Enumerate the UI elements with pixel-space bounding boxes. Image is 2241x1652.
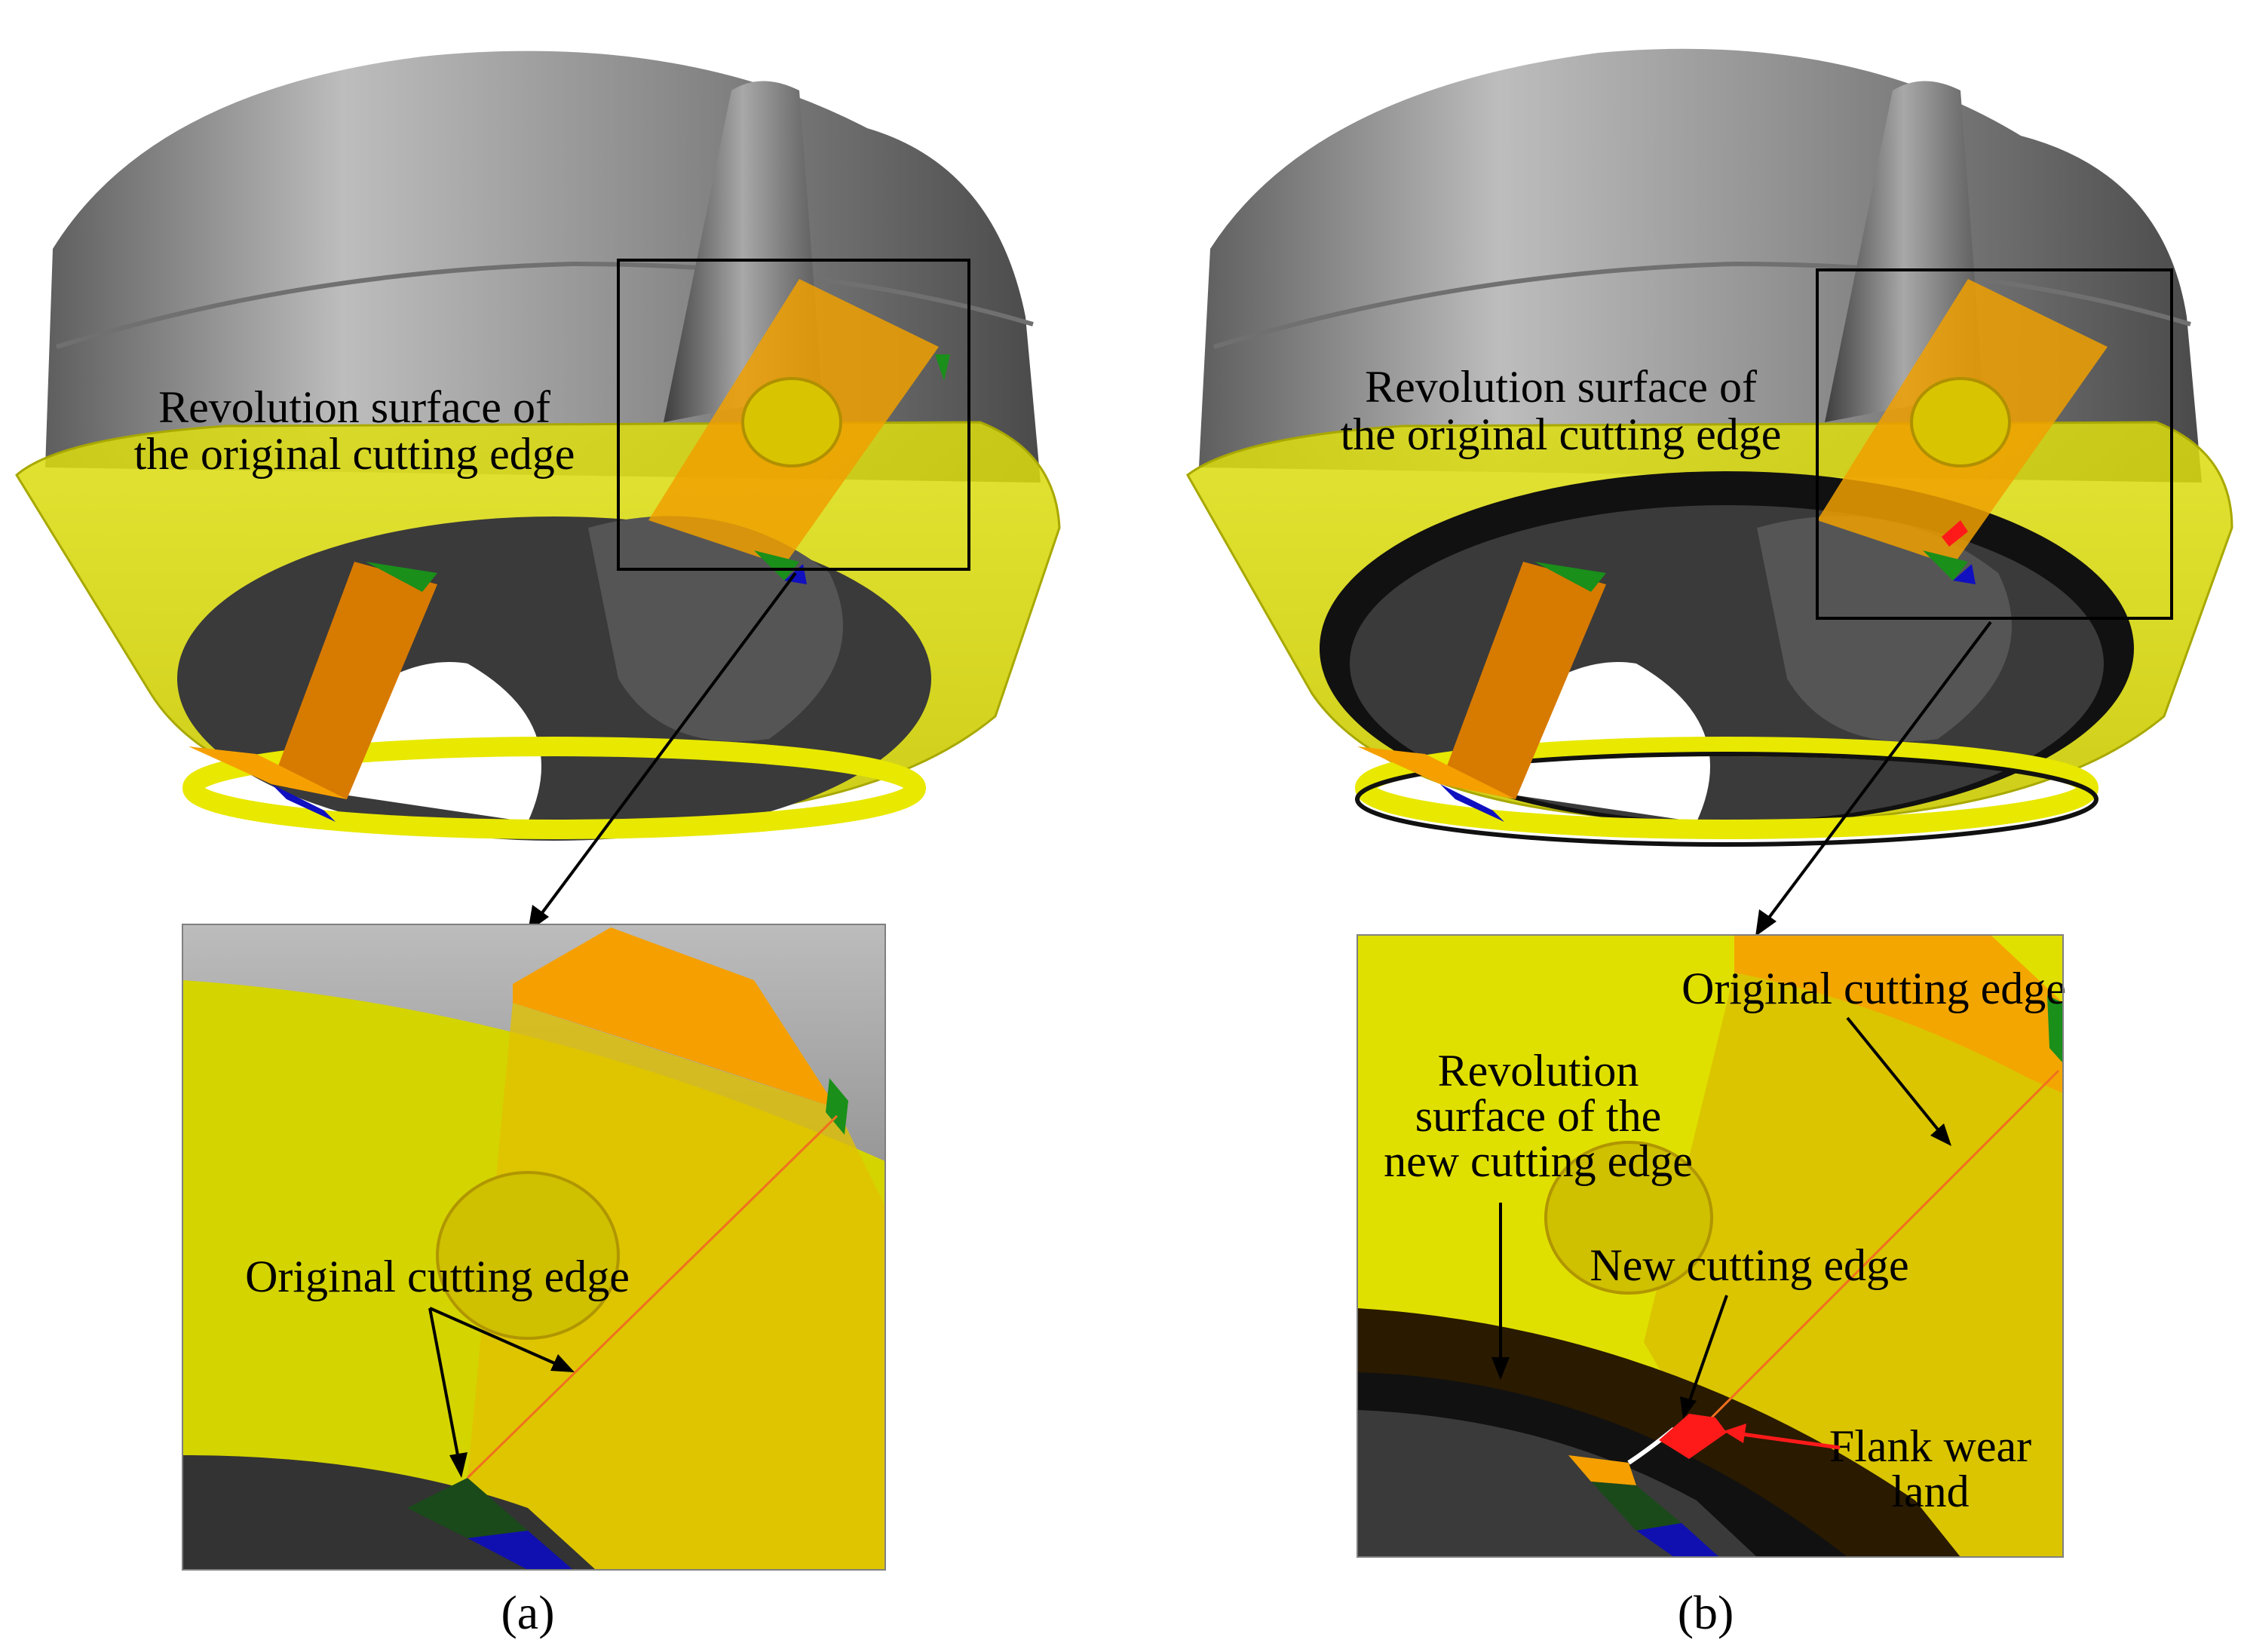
panel-b-insert-left-blue xyxy=(1440,784,1504,822)
panel-a-insert-screw xyxy=(741,377,842,467)
panel-b-zoom-original-edge-label: Original cutting edge xyxy=(1682,964,2066,1013)
panel-a-main-label-line2: the original cutting edge xyxy=(134,429,575,479)
panel-b-view: Revolution surface of the original cutti… xyxy=(1186,48,2233,936)
panel-a-zoom-arrow-2-head xyxy=(550,1354,575,1372)
panel-b-insert-left-side xyxy=(1357,746,1516,799)
panel-b-zoom-flank-wear-arrow xyxy=(1741,1432,1841,1450)
panel-a-insert-left-green xyxy=(366,562,437,592)
panel-a-zoom-edge-green xyxy=(407,1478,528,1538)
panel-b-zoom-revolution-new-line1: Revolution xyxy=(1438,1046,1639,1096)
panel-a-zoom: Original cutting edge (a) xyxy=(182,924,886,1639)
panel-a-zoom-original-edge-label: Original cutting edge xyxy=(245,1252,630,1301)
panel-a-zoom-arrow-2 xyxy=(429,1307,559,1366)
panel-a-insert-left-face xyxy=(271,562,437,799)
panel-a-zoom-insert-face xyxy=(468,1003,885,1570)
panel-b-zoom-wear-land xyxy=(1659,1414,1727,1459)
panel-b-insert-top-edge-green xyxy=(1923,550,1968,581)
panel-b-zoom-new-edge-arrow xyxy=(1688,1295,1728,1403)
panel-b-zoom-edge-blue xyxy=(1636,1523,1719,1557)
panel-b-insert-top-edge-blue xyxy=(1953,564,1976,584)
panel-b-zoom: Original cutting edge Revolution surface… xyxy=(1357,934,2066,1639)
panel-a-zoom-edge-blue xyxy=(468,1531,573,1570)
panel-a-zoom-screw xyxy=(436,1171,620,1340)
panel-b-zoom-original-edge-line xyxy=(1695,1069,2060,1434)
panel-b-insert-top xyxy=(1817,279,2108,584)
panel-a-insert-top-edge-green xyxy=(754,550,799,581)
panel-b-zoom-insert-orange xyxy=(1568,1455,1636,1485)
panel-b-body-groove xyxy=(1213,261,2191,349)
panel-b-zoom-frame xyxy=(1357,934,2064,1558)
panel-a-zoom-original-edge-line xyxy=(466,1114,838,1479)
panel-a-zoom-arrow-1 xyxy=(428,1307,460,1460)
panel-b-main-label-line1: Revolution surface of xyxy=(1365,362,1757,412)
panel-a-view: Revolution surface of the original cutti… xyxy=(15,51,1061,932)
panel-a-zoom-insert-top xyxy=(513,927,837,1108)
panel-a-bottom-ring xyxy=(182,737,926,839)
panel-b-insert-screw xyxy=(1910,377,2011,467)
panel-b-zoom-box xyxy=(1816,268,2173,620)
panel-b-bottom-ring-dark xyxy=(1355,752,2098,847)
panel-b-zoom-edge-green xyxy=(1591,1482,1682,1531)
panel-b-zoom-revolution-new-line3: new cutting edge xyxy=(1384,1136,1693,1186)
panel-b-main-label-line2: the original cutting edge xyxy=(1341,409,1782,459)
panel-b-insert-left-face xyxy=(1440,562,1606,799)
panel-a-insert-top xyxy=(648,279,950,584)
panel-b-zoom-new-edge-arrow-head xyxy=(1680,1396,1697,1419)
panel-b-zoom-flank-wear-line2: land xyxy=(1891,1467,1969,1516)
panel-a-zoom-arrow-1-head xyxy=(449,1452,468,1478)
panel-a-insert-left-side xyxy=(189,746,347,799)
panel-b-zoom-flank-wear-line1: Flank wear xyxy=(1829,1421,2031,1471)
panel-b-zoom-arrow-head xyxy=(1755,909,1777,936)
panel-a-zoom-edge-green2 xyxy=(826,1078,848,1135)
panel-b-zoom-new-edge-label: New cutting edge xyxy=(1590,1240,1908,1290)
panel-a-insert-left-blue xyxy=(271,784,336,822)
panel-a-insert-left xyxy=(189,562,437,822)
panel-b-caption: (b) xyxy=(1678,1586,1734,1639)
panel-a-main-label-line1: Revolution surface of xyxy=(158,382,550,432)
panel-b-zoom-revolution-new-arrow-head xyxy=(1491,1357,1510,1380)
panel-b-zoom-arrow xyxy=(1763,621,1992,925)
panel-a-caption: (a) xyxy=(501,1586,554,1639)
panel-b-insert-left-green xyxy=(1534,562,1606,592)
panel-b-zoom-revolution-new-line2: surface of the xyxy=(1415,1091,1661,1141)
panel-a-zoom-frame xyxy=(182,924,886,1571)
panel-b-zoom-flank-wear-arrow-head xyxy=(1724,1424,1746,1443)
panel-b-wear-land xyxy=(1942,520,1968,547)
panel-b-zoom-original-edge-arrow-head xyxy=(1930,1123,1951,1146)
panel-a-zoom-box xyxy=(617,259,970,571)
panel-b-zoom-original-edge-arrow xyxy=(1846,1016,1939,1131)
panel-a-insert-top-edge-green2 xyxy=(935,354,950,381)
panel-b-zoom-screw xyxy=(1544,1141,1713,1295)
panel-b-insert-left xyxy=(1357,562,1606,822)
panel-a-zoom-arrow xyxy=(535,572,797,921)
panel-a-body-groove xyxy=(56,261,1034,349)
panel-b-zoom-insert-top xyxy=(1734,935,2063,1093)
panel-b-zoom-edge-green2 xyxy=(2047,995,2063,1063)
